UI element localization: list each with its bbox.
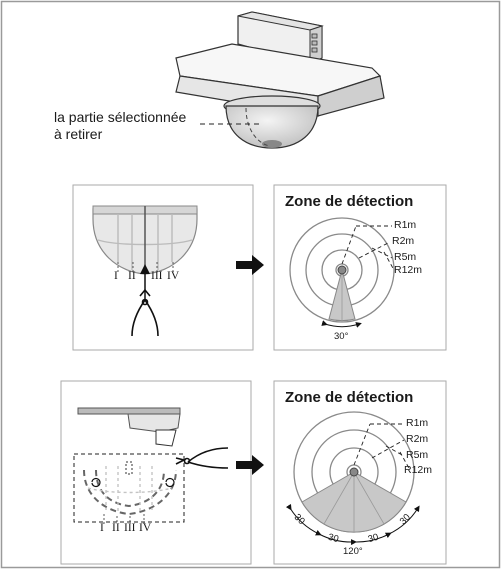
radius-label-r12m: R12m	[404, 464, 433, 476]
radius-label-r5m: R5m	[406, 449, 429, 461]
angle-label-total: 120°	[343, 546, 363, 557]
callout-line-2: à retirer	[54, 126, 103, 142]
sensor-device-illustration	[175, 11, 385, 149]
radius-label-r5m: R5m	[394, 251, 417, 263]
angle-label: 30°	[334, 331, 349, 342]
lens-cut-panel-1	[72, 184, 254, 351]
zone-title: Zone de détection	[285, 193, 414, 210]
arrow-right-icon	[236, 255, 264, 275]
radius-label-r2m: R2m	[406, 433, 429, 445]
cut-marker-iii: III	[151, 270, 163, 282]
cut-marker-i: I	[100, 522, 104, 534]
cut-marker-iv: IV	[139, 522, 152, 534]
lens-cut-panel-2	[60, 380, 252, 565]
callout-line-1: la partie sélectionnée	[54, 109, 187, 125]
cut-marker-ii: II	[128, 270, 136, 282]
cut-marker-i: I	[114, 270, 118, 282]
cut-marker-iv: IV	[167, 270, 180, 282]
detection-zone-panel-2	[273, 380, 447, 565]
radius-label-r2m: R2m	[392, 235, 415, 247]
radius-label-r12m: R12m	[394, 264, 423, 276]
zone-title: Zone de détection	[285, 389, 414, 406]
callout-text: la partie sélectionnée à retirer	[54, 109, 186, 143]
radius-label-r1m: R1m	[394, 219, 417, 231]
cut-marker-ii: II	[112, 522, 120, 534]
detection-zone-panel-1	[273, 184, 447, 351]
cut-marker-iii: III	[124, 522, 136, 534]
arrow-right-icon	[236, 455, 264, 475]
radius-label-r1m: R1m	[406, 417, 429, 429]
